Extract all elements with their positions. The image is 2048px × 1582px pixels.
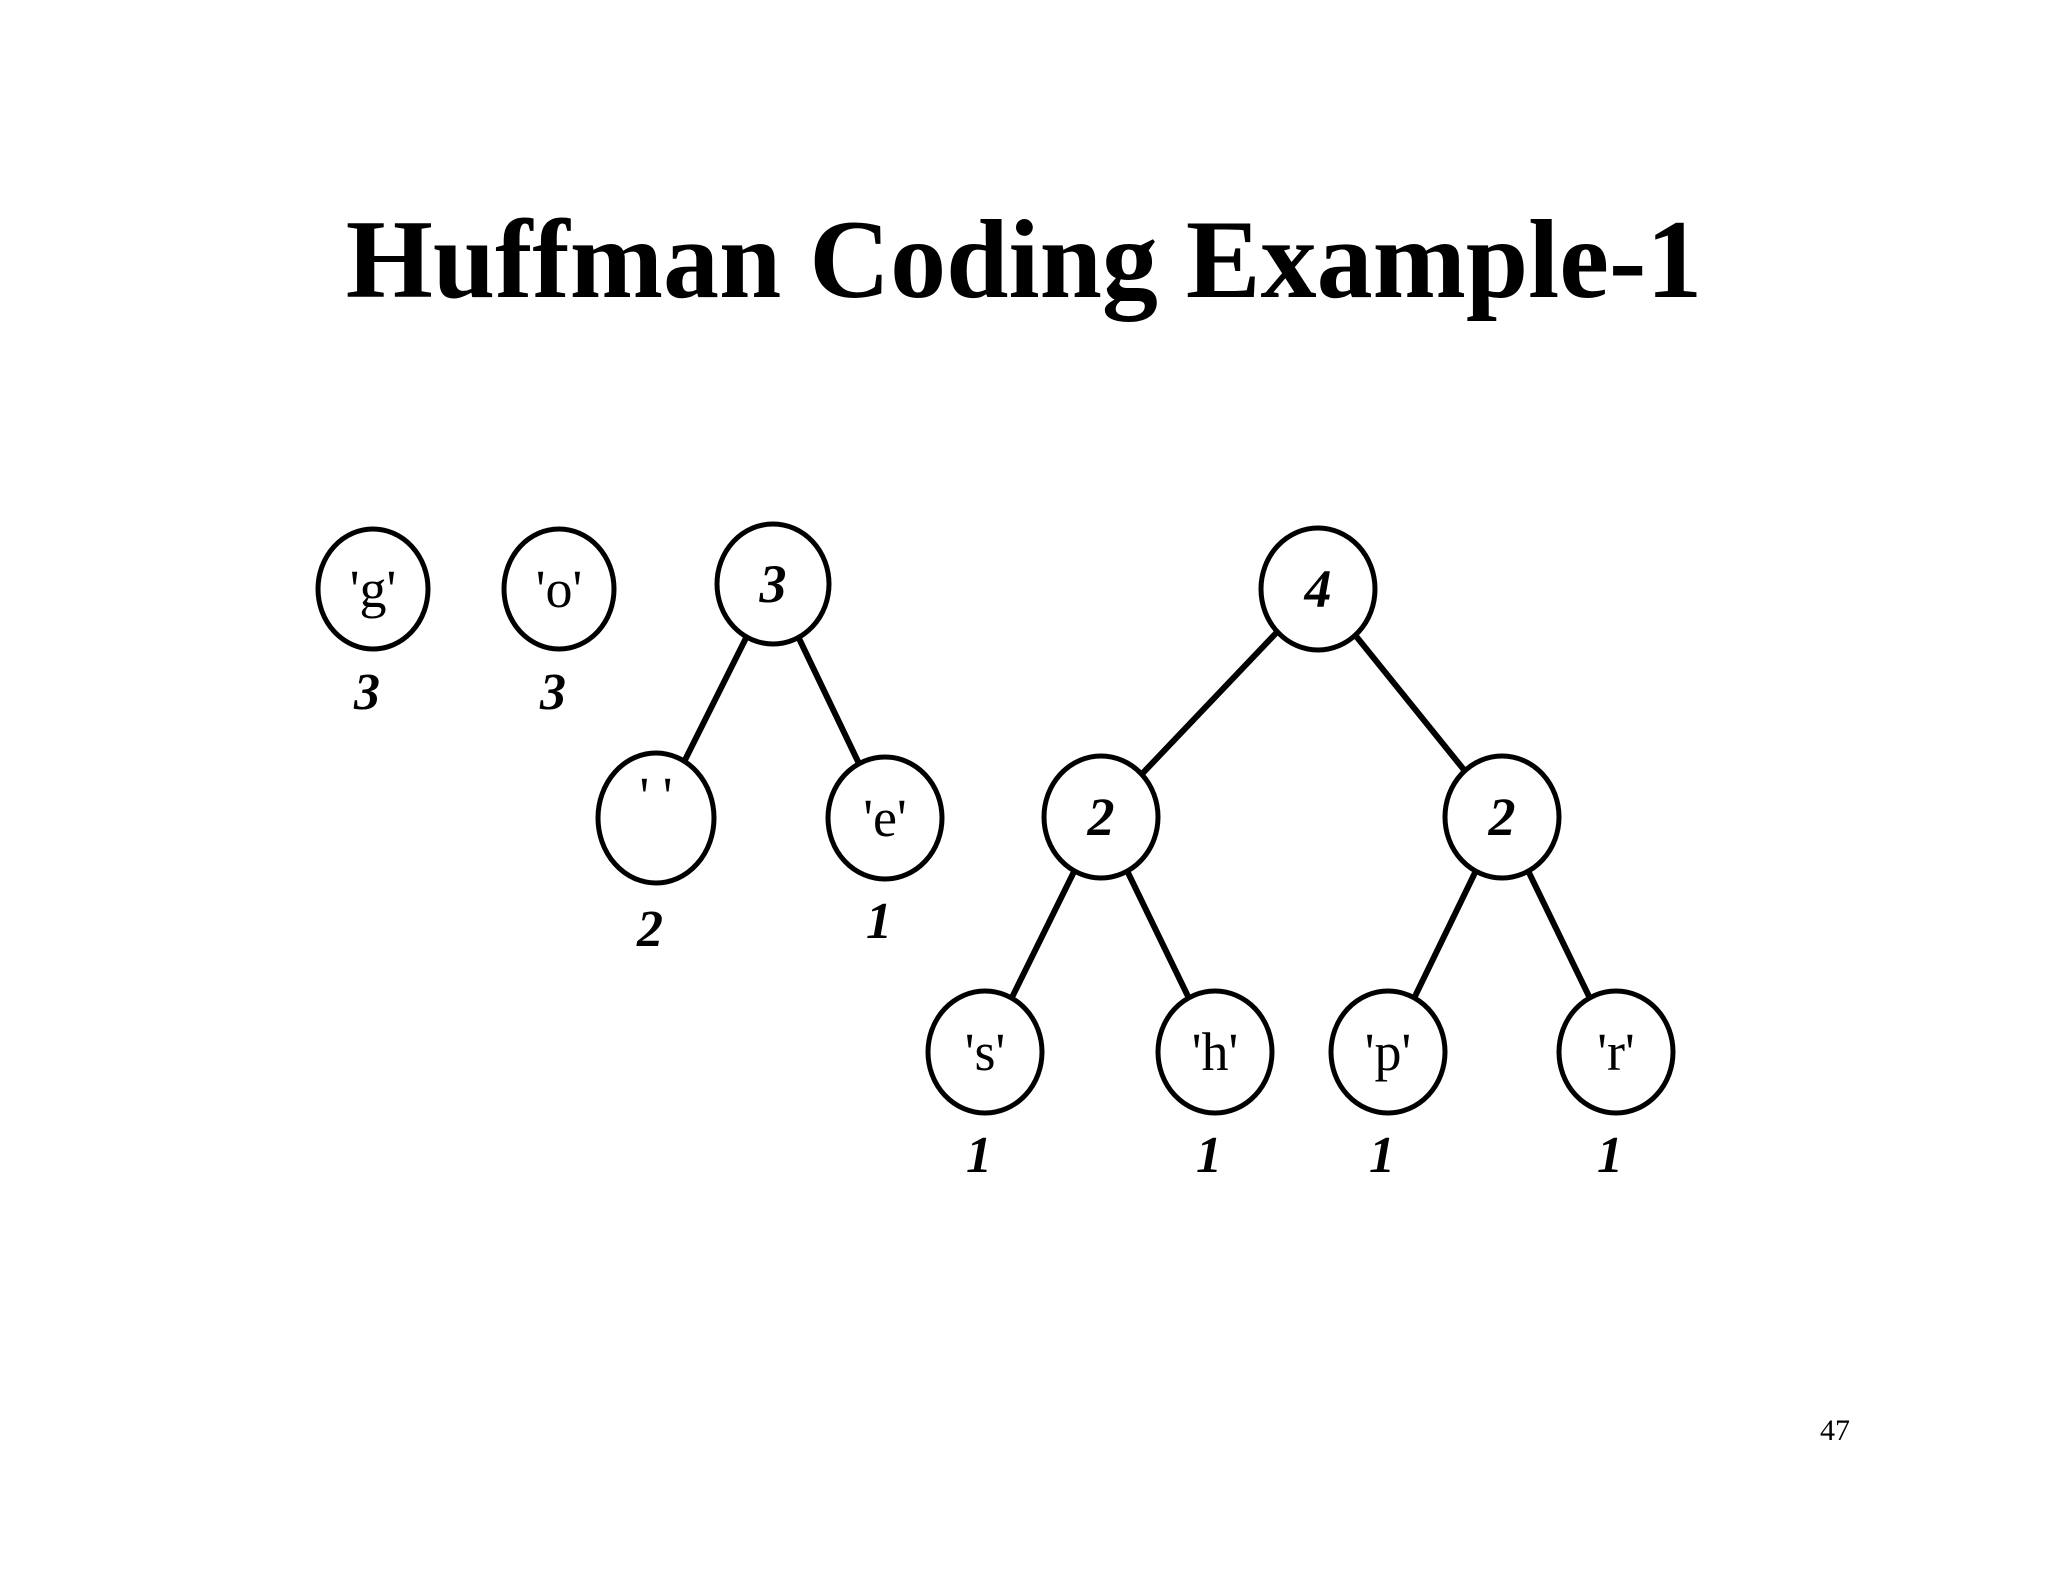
tree-node-n4: 4 [1258, 525, 1378, 653]
frequency-label: 3 [539, 664, 566, 721]
tree-node-n2b: 2 [1442, 753, 1562, 881]
node-circle [825, 754, 945, 882]
node-circle [1041, 753, 1161, 881]
tree-node-h: 'h' 1 [1155, 988, 1275, 1184]
tree-edge-n4-n2b [1351, 630, 1469, 776]
tree-node-s: 's' 1 [925, 988, 1045, 1184]
frequency-label: 1 [1597, 1127, 1623, 1184]
tree-edge-n3-e [794, 632, 863, 769]
node-circle [714, 521, 832, 647]
tree-node-e: 'e' 1 [825, 754, 945, 950]
tree-node-n3: 3 [714, 521, 832, 647]
node-circle [1258, 525, 1378, 653]
node-circle [315, 526, 431, 652]
node-label: 'e' [863, 788, 906, 848]
edges-layer [680, 627, 1594, 1003]
node-label: 'r' [1597, 1022, 1634, 1082]
tree-edge-n2a-h [1123, 866, 1193, 1003]
slide-title: Huffman Coding Example-1 [345, 198, 1703, 322]
tree-edge-n2a-s [1007, 866, 1079, 1003]
frequency-label: 1 [966, 1127, 992, 1184]
node-label: 'h' [1192, 1022, 1238, 1082]
node-circle [1556, 988, 1676, 1116]
node-label: 3 [759, 554, 787, 614]
tree-node-n2a: 2 [1041, 753, 1161, 881]
tree-node-p: 'p' 1 [1328, 988, 1448, 1184]
node-label: 'p' [1365, 1022, 1411, 1082]
node-label: 4 [1304, 559, 1332, 619]
node-circle [1155, 988, 1275, 1116]
tree-node-g: 'g' 3 [315, 526, 431, 721]
tree-node-sp: ' ' 2 [595, 750, 717, 958]
node-circle [1442, 753, 1562, 881]
frequency-label: 1 [1196, 1127, 1222, 1184]
tree-edge-n2b-p [1410, 866, 1480, 1003]
page-number: 47 [1820, 1414, 1850, 1447]
frequency-label: 1 [866, 893, 892, 950]
tree-node-r: 'r' 1 [1556, 988, 1676, 1184]
tree-edge-n3-sp [680, 632, 751, 766]
node-label: 'g' [350, 559, 396, 619]
node-label: 2 [1087, 787, 1115, 847]
node-circle [595, 750, 717, 886]
node-label: 's' [965, 1022, 1005, 1082]
tree-node-o: 'o' 3 [501, 526, 617, 721]
tree-edge-n2b-r [1524, 866, 1594, 1003]
node-circle [501, 526, 617, 652]
nodes-layer: 'g' 3 'o' 3 3 ' ' 2 'e' 1 4 2 2 's' 1 'h' 1 'p' 1 'r' 1 [315, 521, 1676, 1184]
frequency-label: 2 [636, 901, 663, 958]
node-circle [1328, 988, 1448, 1116]
node-label: 'o' [536, 559, 582, 619]
node-label: 2 [1488, 787, 1516, 847]
frequency-label: 3 [353, 664, 380, 721]
frequency-label: 1 [1369, 1127, 1395, 1184]
node-circle [925, 988, 1045, 1116]
tree-edge-n4-n2a [1137, 627, 1282, 779]
node-label: ' ' [640, 766, 673, 826]
